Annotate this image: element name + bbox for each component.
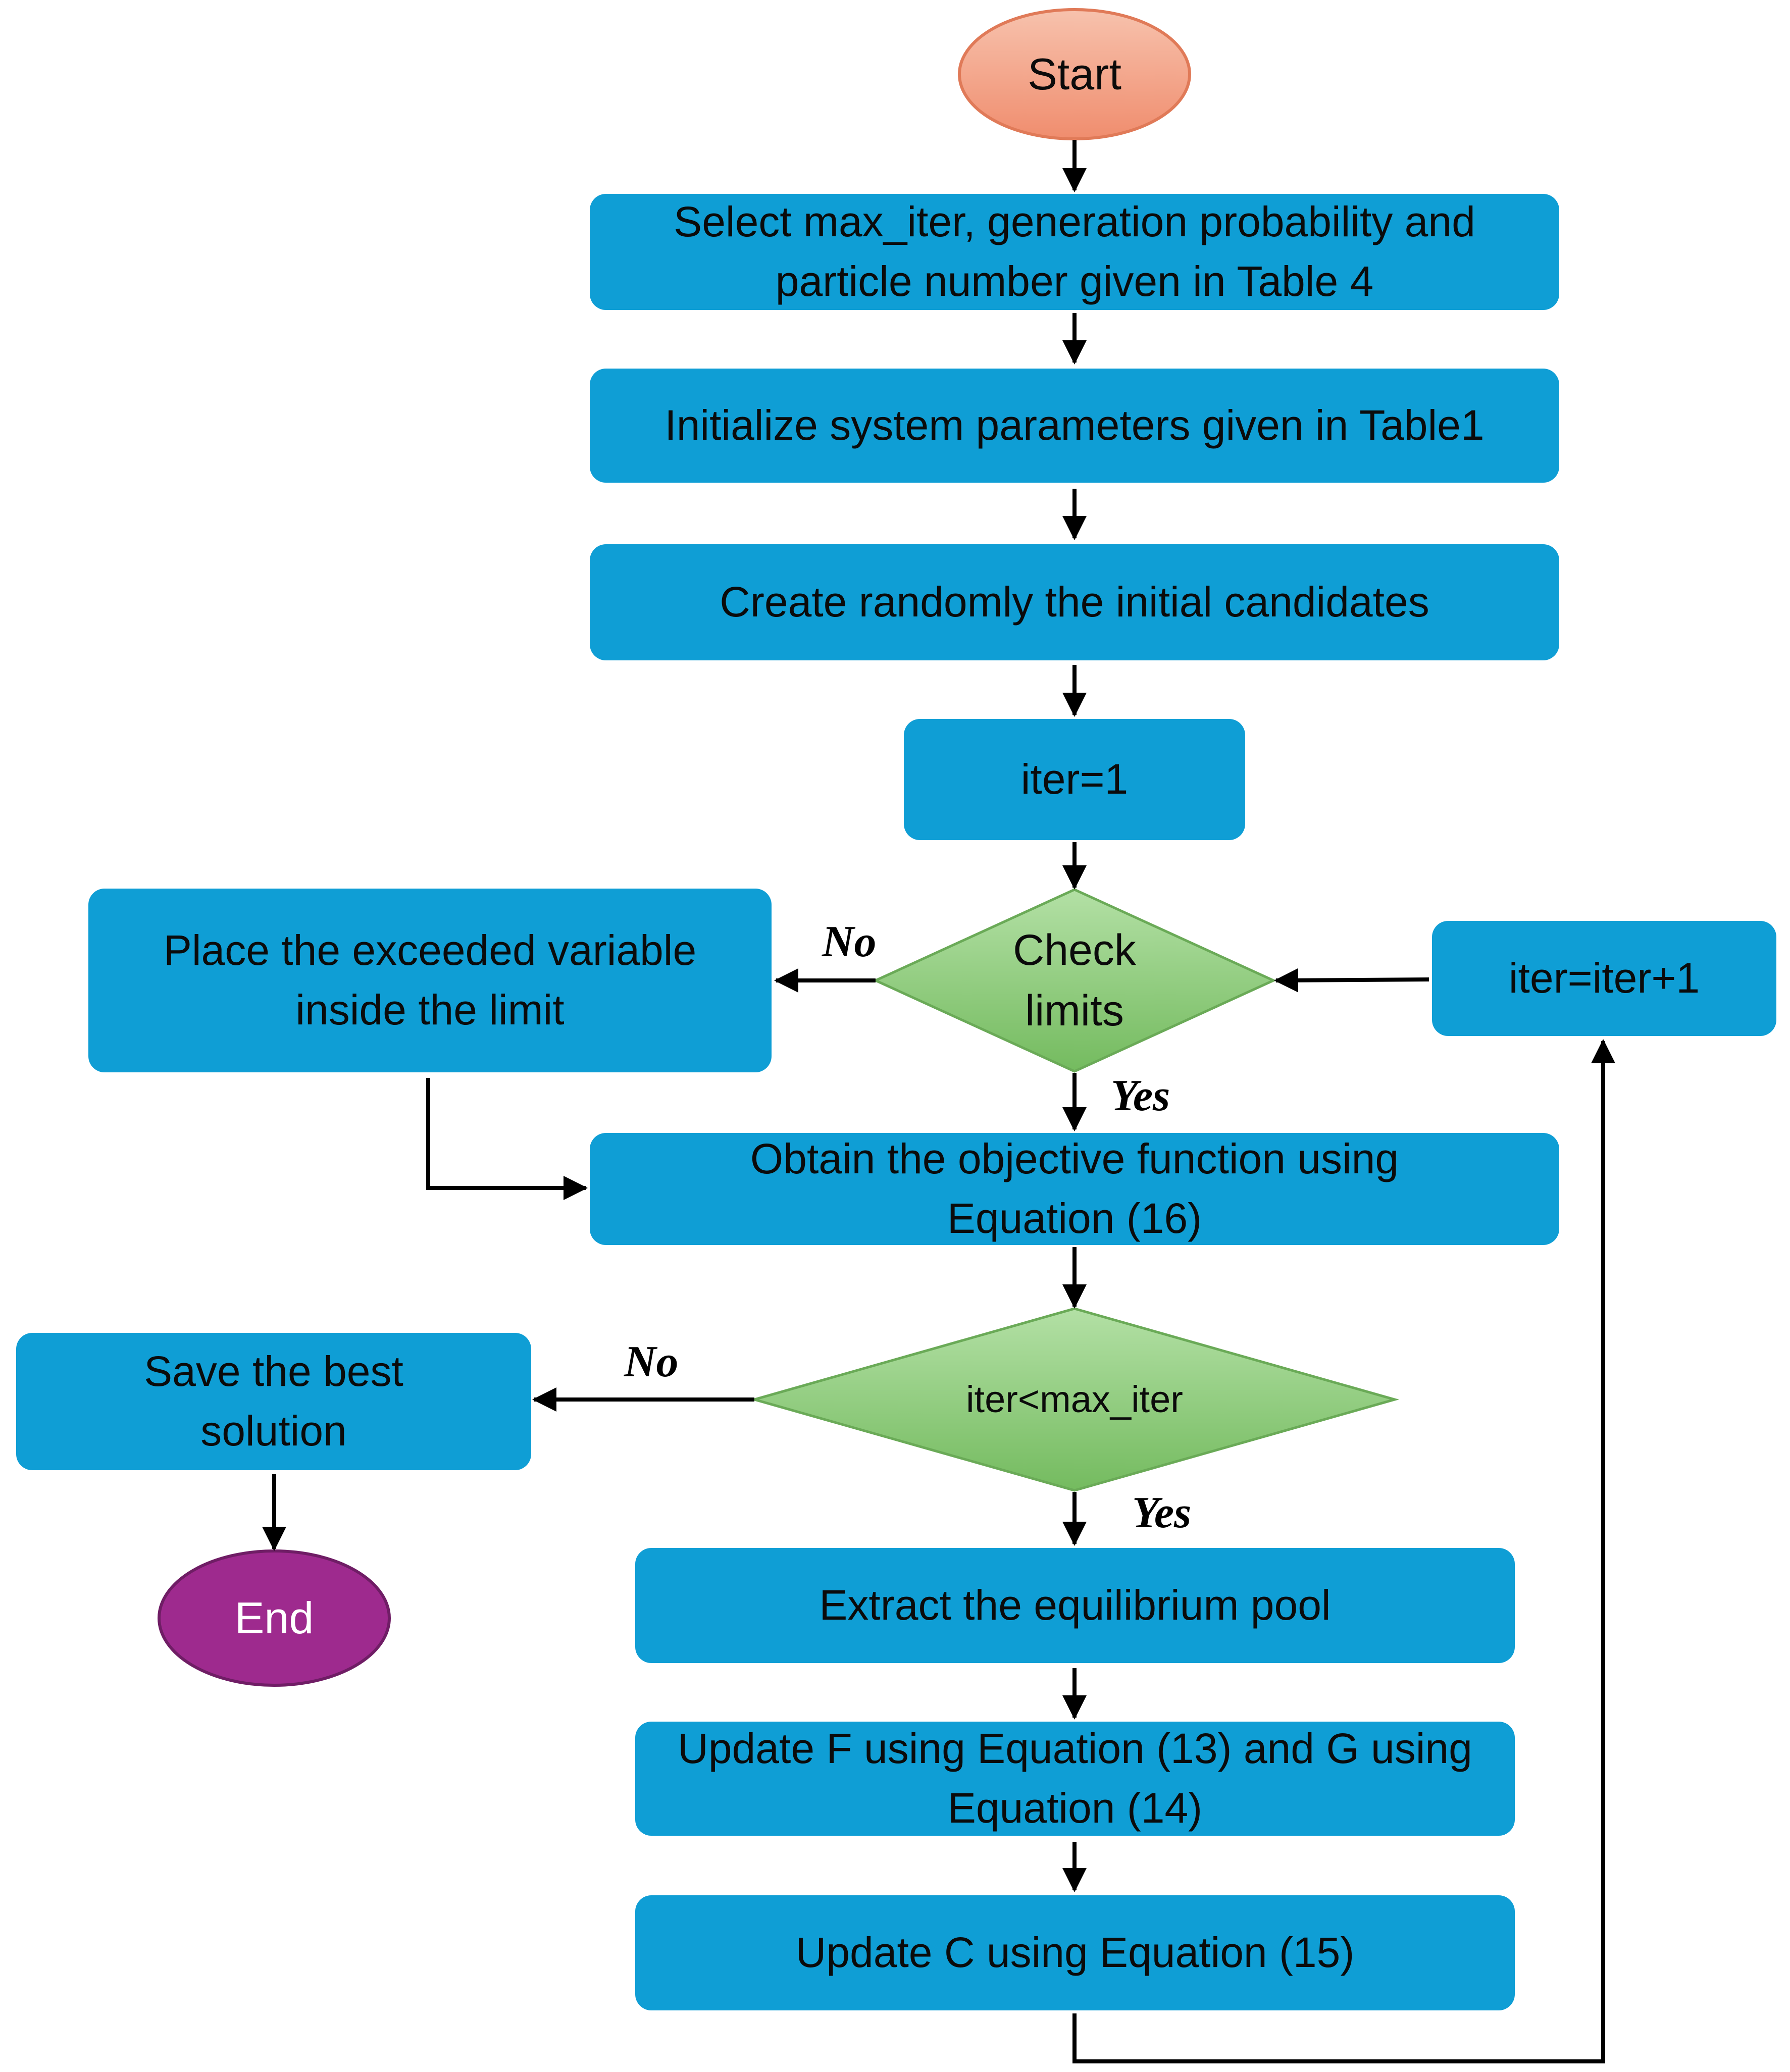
check-limits-no-label: No — [822, 917, 877, 966]
end-label: End — [234, 1593, 314, 1643]
iter-increment-step: iter=iter+1 — [1432, 921, 1776, 1036]
arrow-loop-to-increment — [1072, 1039, 1615, 2063]
initialize-system-step: Initialize system parameters given in Ta… — [590, 369, 1559, 483]
objective-function-step: Obtain the objective function using Equa… — [590, 1133, 1559, 1245]
extract-pool-step: Extract the equilibrium pool — [635, 1548, 1515, 1663]
create-candidates-step: Create randomly the initial candidates — [590, 544, 1559, 660]
save-best-solution-step: Save the best solution — [16, 1333, 531, 1470]
arrow-place-to-objective — [426, 1078, 588, 1200]
start-oval — [958, 8, 1191, 140]
check-limits-label: Check limits — [1013, 925, 1136, 1035]
iter-check-diamond — [749, 1307, 1400, 1492]
place-variable-step: Place the exceeded variable inside the l… — [88, 889, 772, 1072]
check-limits-yes-label: Yes — [1111, 1071, 1170, 1120]
update-f-g-step: Update F using Equation (13) and G using… — [635, 1722, 1515, 1836]
end-oval — [158, 1549, 391, 1687]
check-limits-diamond — [872, 888, 1277, 1073]
arrow-increment-to-check — [1274, 968, 1429, 993]
start-label: Start — [1028, 49, 1121, 99]
select-parameters-step: Select max_iter, generation probability … — [590, 194, 1559, 310]
iter-check-yes-label: Yes — [1132, 1488, 1192, 1537]
iter-init-step: iter=1 — [904, 719, 1245, 840]
update-c-step: Update C using Equation (15) — [635, 1895, 1515, 2010]
iter-check-label: iter<max_iter — [966, 1378, 1183, 1421]
iter-check-no-label: No — [624, 1337, 679, 1386]
